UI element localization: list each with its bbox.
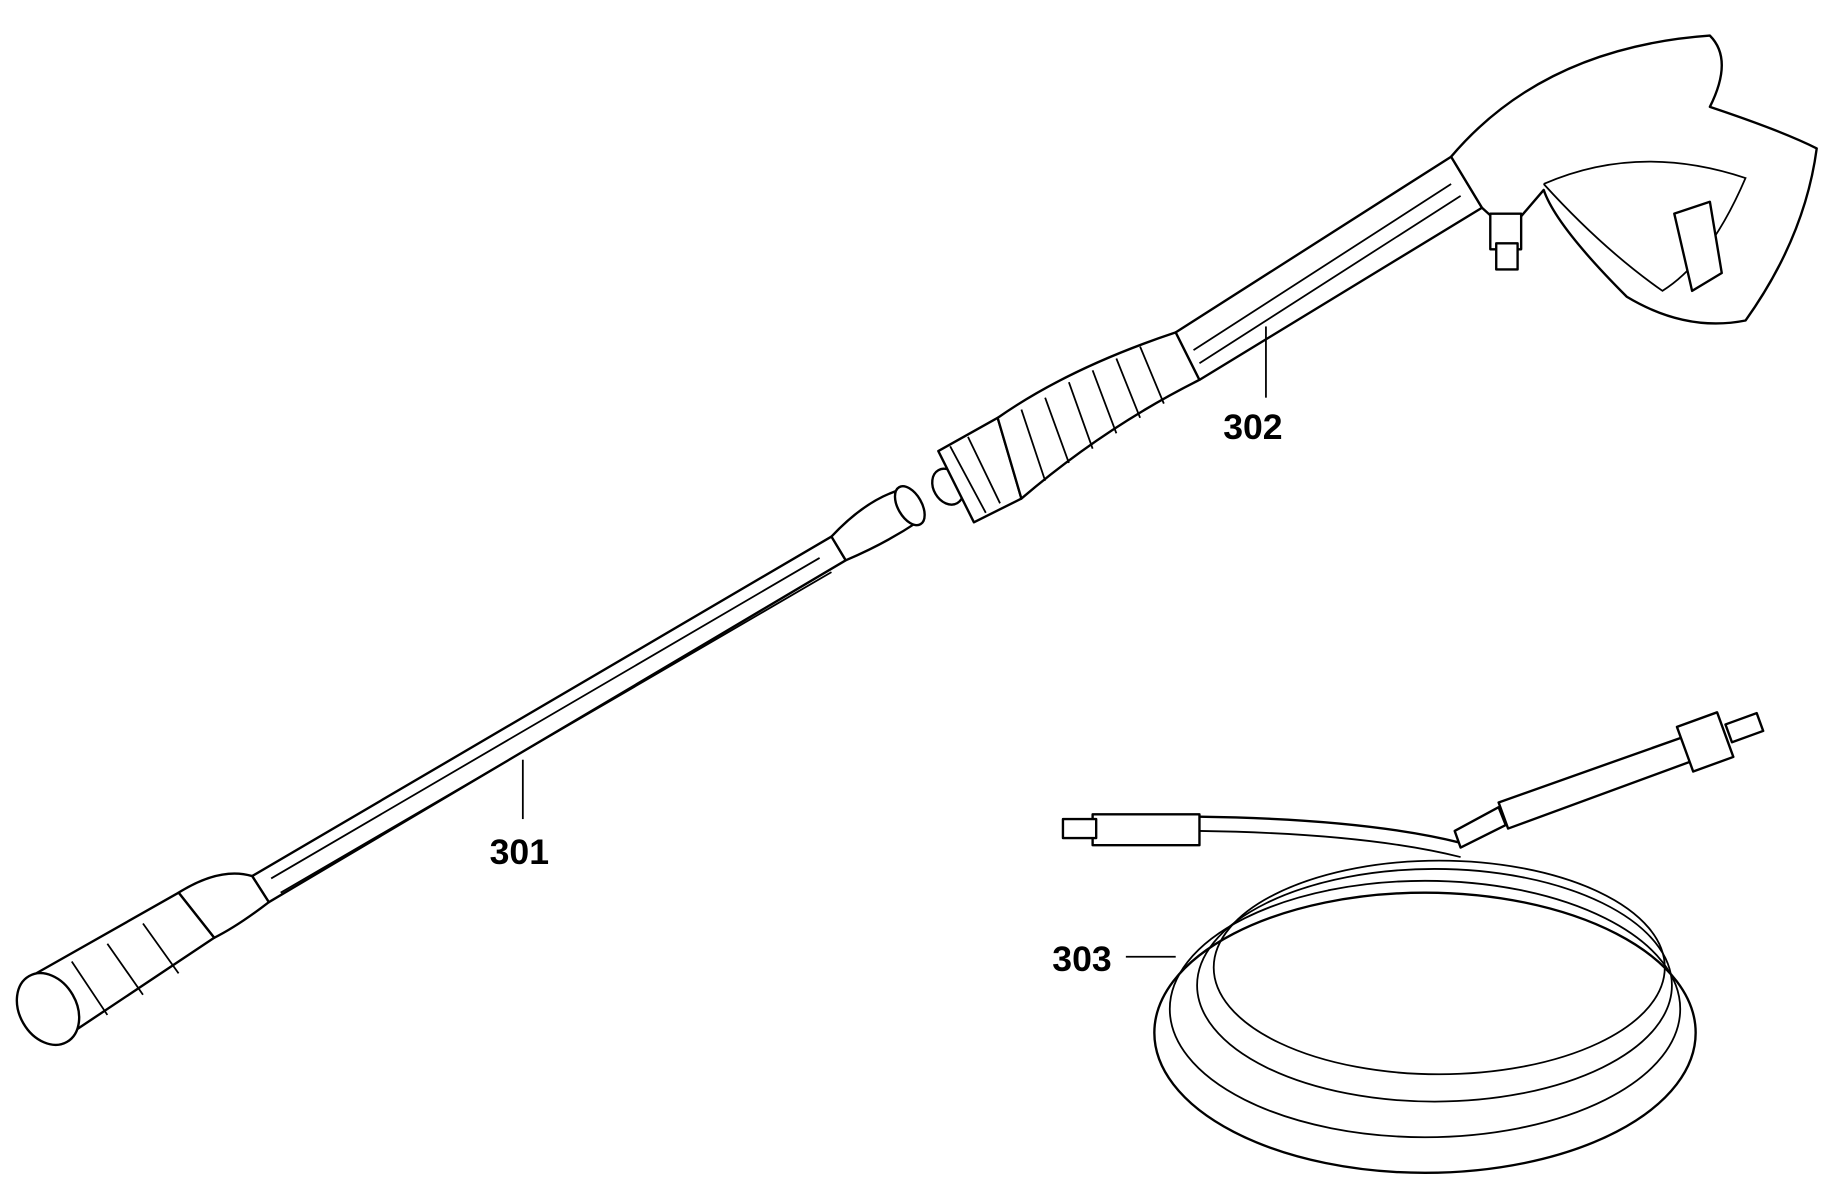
part-302-trigger-gun[interactable] — [926, 34, 1818, 524]
part-301-lance[interactable] — [4, 481, 930, 1056]
label-303: 303 — [1052, 939, 1111, 979]
part-303-hose[interactable] — [1061, 711, 1765, 1175]
label-302: 302 — [1223, 407, 1282, 447]
label-301: 301 — [490, 832, 549, 872]
